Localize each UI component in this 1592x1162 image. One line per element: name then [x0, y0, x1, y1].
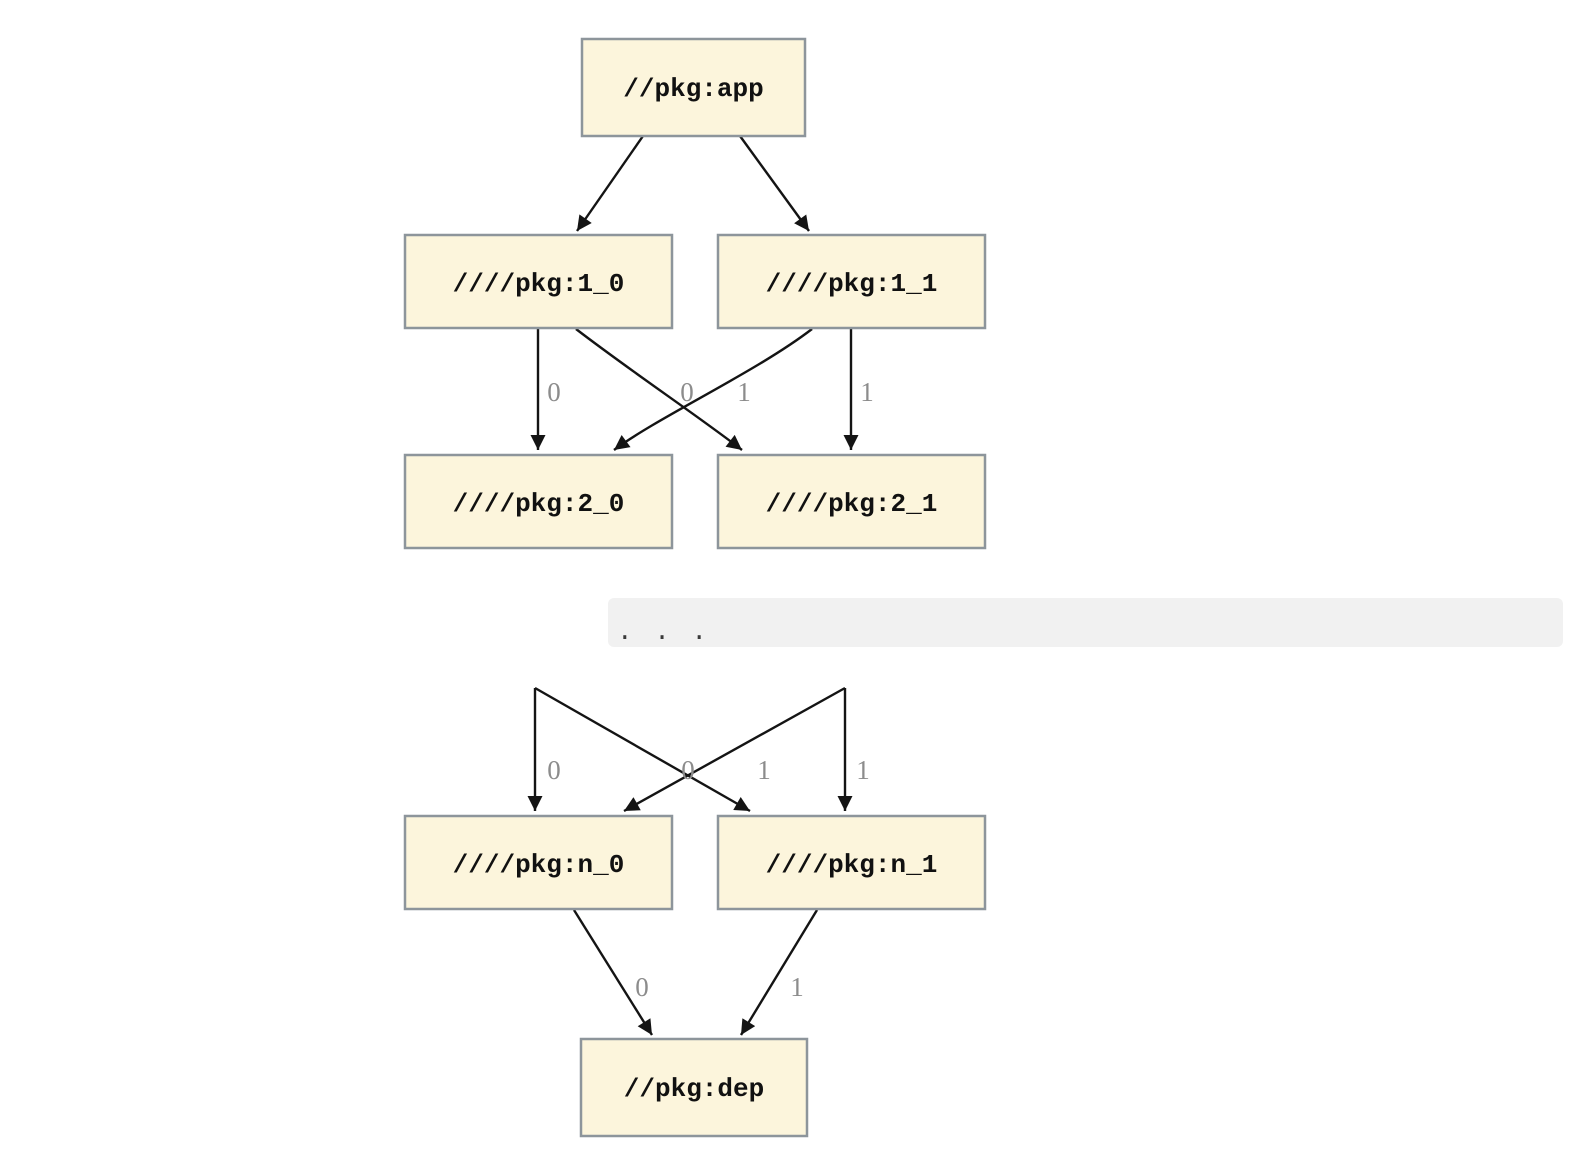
edge-label-1-1-to-2-1: 1	[860, 377, 874, 407]
node-app-label: //pkg:app	[623, 74, 763, 104]
edge-ellipsis2-to-n-0-cross	[623, 686, 846, 813]
node-n-1-box	[716, 814, 987, 911]
node-dep-box	[579, 1037, 809, 1138]
node-2-0-label: ////pkg:2_0	[453, 489, 625, 519]
node-2-0: ////pkg:2_0	[403, 453, 674, 550]
edge-label-1-0-to-2-1: 1	[737, 377, 751, 407]
edge-1-1-to-2-0	[613, 328, 813, 451]
edge-label-1-0-to-2-0: 0	[547, 377, 561, 407]
node-2-1-box	[716, 453, 987, 550]
ellipsis-text: . . .	[617, 617, 710, 647]
node-n-1-label: ////pkg:n_1	[766, 850, 938, 880]
edge-app-to-1-0	[576, 135, 644, 232]
node-1-0-box	[403, 233, 674, 330]
edge-label-n-1-to-dep: 1	[790, 972, 804, 1002]
node-1-0: ////pkg:1_0	[403, 233, 674, 330]
edge-n-0-to-dep	[572, 909, 654, 1036]
node-dep-label: //pkg:dep	[624, 1074, 764, 1104]
node-n-0-label: ////pkg:n_0	[453, 850, 625, 880]
node-n-0-box	[403, 814, 674, 911]
node-n-1: ////pkg:n_1	[716, 814, 987, 911]
ellipsis-band-background	[608, 598, 1563, 647]
node-2-1: ////pkg:2_1	[716, 453, 987, 550]
node-dep: //pkg:dep	[579, 1037, 809, 1138]
edge-label-ellipsis-to-n-0: 0	[547, 755, 561, 785]
node-app-box	[580, 37, 807, 138]
node-1-1: ////pkg:1_1	[716, 233, 987, 330]
node-2-0-box	[403, 453, 674, 550]
node-2-1-label: ////pkg:2_1	[766, 489, 938, 519]
node-1-0-label: ////pkg:1_0	[453, 269, 625, 299]
edge-1-0-to-2-1	[575, 328, 743, 451]
node-1-1-label: ////pkg:1_1	[766, 269, 938, 299]
node-1-1-box	[716, 233, 987, 330]
edge-n-1-to-dep	[739, 909, 819, 1036]
node-n-0: ////pkg:n_0	[403, 814, 674, 911]
edge-label-n-0-to-dep: 0	[635, 972, 649, 1002]
edge-label-ellipsis2-to-n-0: 0	[681, 755, 695, 785]
edge-app-to-1-1	[739, 135, 810, 232]
edge-label-ellipsis-to-n-1: 1	[757, 755, 771, 785]
ellipsis-band: . . .	[608, 598, 1563, 647]
edge-label-1-1-to-2-0: 0	[680, 377, 694, 407]
edge-ellipsis-to-n-1-cross	[534, 686, 751, 813]
node-app: //pkg:app	[580, 37, 807, 138]
edge-label-ellipsis2-to-n-1: 1	[856, 755, 870, 785]
